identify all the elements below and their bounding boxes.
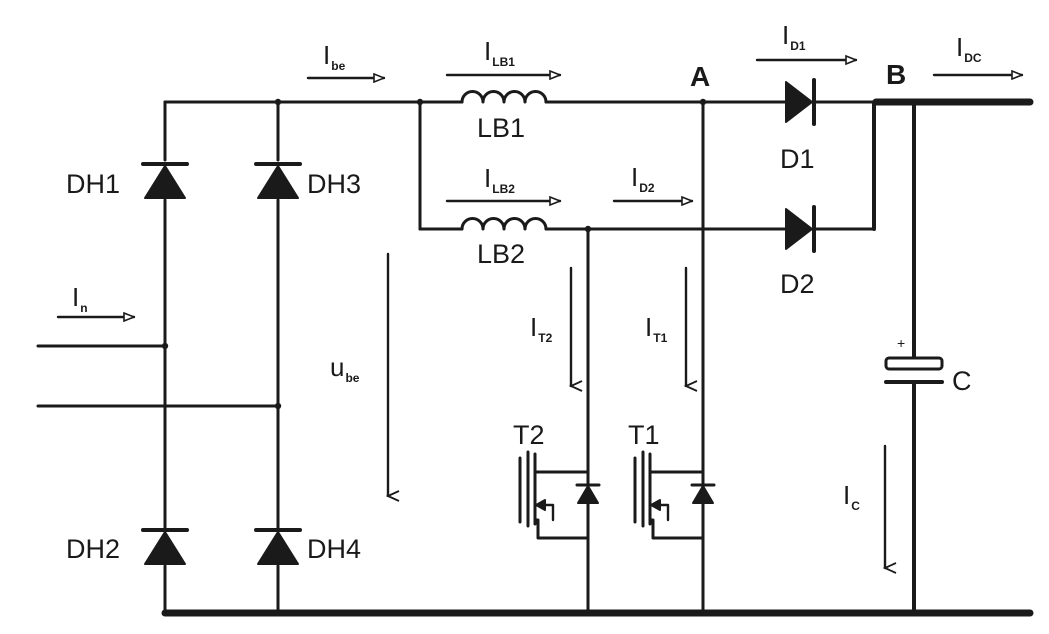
diode-d2 [785, 205, 816, 253]
inductor-coil-icon [460, 90, 548, 104]
label-dh3: DH3 [307, 169, 361, 199]
diode-dh1 [141, 162, 189, 199]
junction-dot [274, 402, 282, 410]
junction-dot [584, 225, 592, 233]
body-arrow-head [650, 499, 661, 511]
label-i-t1: IT1 [645, 312, 668, 345]
label-node-a: A [690, 61, 710, 92]
body-arrow-head [535, 499, 546, 511]
drain-lead [648, 470, 705, 490]
junction-dot [416, 98, 424, 106]
mosfet-t1 [633, 450, 716, 615]
label-i-be: Ibe [323, 40, 346, 73]
label-i-n: In [72, 282, 88, 315]
current-arrows [56, 60, 1024, 568]
diode-triangle-icon [257, 165, 299, 199]
diode-triangle-icon [144, 165, 186, 199]
diode-dh2 [141, 528, 189, 565]
label-c: C [952, 366, 972, 396]
capacitor-positive-plate [884, 356, 944, 371]
drain-lead [533, 470, 590, 490]
label-t2: T2 [513, 420, 545, 450]
diode-triangle-icon [144, 531, 186, 565]
label-i-d2: ID2 [631, 162, 655, 195]
body-diode-icon [577, 485, 599, 504]
label-dh4: DH4 [307, 534, 361, 564]
junction-dot [274, 609, 282, 617]
label-d2: D2 [780, 269, 815, 299]
label-u-be: ube [330, 352, 360, 385]
label-i-c: IC [843, 480, 860, 513]
label-i-t2: IT2 [530, 312, 553, 345]
label-i-d1: ID1 [782, 20, 806, 53]
diode-dh4 [254, 528, 302, 565]
junction-dot [274, 98, 282, 106]
junction-dots [161, 98, 918, 617]
inductor-lb1 [456, 90, 548, 104]
capacitor-c: + [884, 335, 944, 384]
label-i-lb2: ILB2 [484, 163, 515, 196]
inductor-coil-icon [460, 217, 548, 231]
current-labels: In Ibe ILB1 ILB2 ID1 ID2 IDC IT2 IT1 IC … [72, 20, 982, 513]
label-dh1: DH1 [66, 169, 120, 199]
junction-dot [699, 98, 707, 106]
label-i-lb1: ILB1 [484, 36, 515, 69]
capacitor-polarity-label: + [897, 335, 905, 351]
body-diode-icon [692, 485, 714, 504]
junction-dot [161, 342, 169, 350]
mosfet-t2 [518, 450, 601, 615]
diode-d1 [785, 78, 816, 126]
diode-triangle-icon [785, 208, 813, 250]
source-lead [533, 502, 590, 540]
label-i-dc: IDC [956, 32, 982, 65]
junction-dot [910, 98, 918, 106]
label-d1: D1 [780, 144, 815, 174]
label-t1: T1 [628, 420, 660, 450]
inductor-lb2 [456, 217, 548, 231]
label-lb2: LB2 [477, 239, 525, 269]
label-node-b: B [886, 59, 906, 90]
wires [36, 98, 1034, 617]
diode-dh3 [254, 162, 302, 199]
diode-triangle-icon [785, 81, 813, 123]
label-lb1: LB1 [477, 113, 525, 143]
component-labels: DH1 DH3 DH2 DH4 LB1 LB2 D1 D2 T2 T1 C A … [66, 59, 972, 564]
source-lead [648, 502, 705, 540]
label-dh2: DH2 [66, 534, 120, 564]
diode-triangle-icon [257, 531, 299, 565]
